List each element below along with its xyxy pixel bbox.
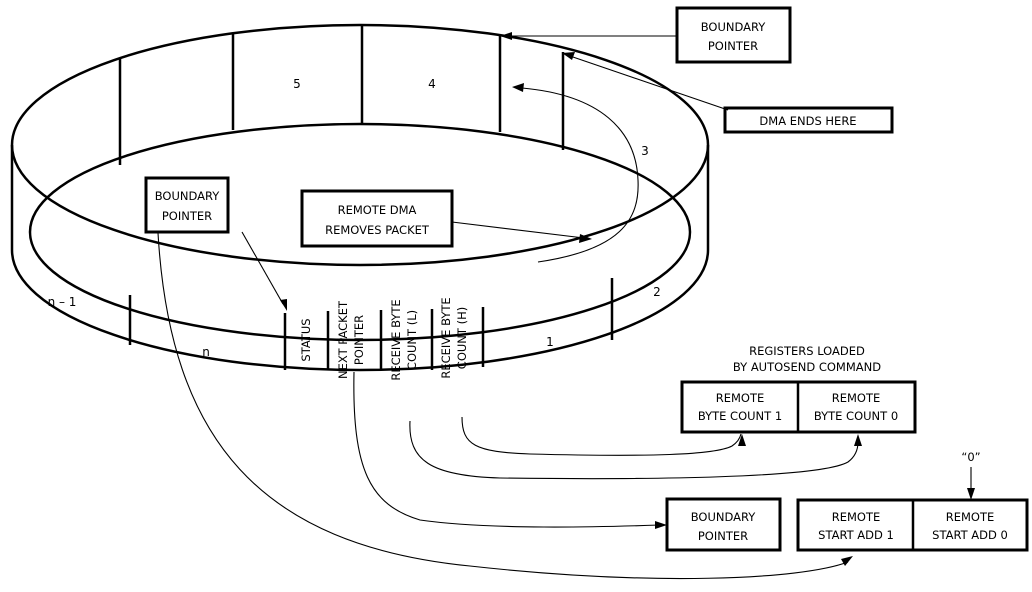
boundary-pointer-bottom-box: BOUNDARY POINTER: [665, 497, 782, 552]
byte-count-1-line1: REMOTE: [716, 391, 765, 405]
boundary-pointer-inner-box: BOUNDARY POINTER: [144, 176, 230, 234]
ring-top-wall: [10, 23, 710, 342]
cell-4: 4: [428, 77, 436, 91]
svg-text:DMA ENDS HERE: DMA ENDS HERE: [759, 114, 856, 128]
registers-title-line2: BY AUTOSEND COMMAND: [733, 360, 881, 374]
start-add-0-line1: REMOTE: [946, 510, 995, 524]
start-add-1-line1: REMOTE: [832, 510, 881, 524]
arrow: [569, 55, 729, 111]
byte-count-0-line2: BYTE COUNT 0: [814, 409, 898, 423]
start-add-1-line2: START ADD 1: [818, 528, 894, 542]
arrow: [521, 87, 639, 263]
start-add-0-line2: START ADD 0: [932, 528, 1008, 542]
cell-next-packet-pointer-line2: POINTER: [352, 315, 366, 365]
arrows: [157, 32, 975, 580]
start-address-registers: REMOTE START ADD 1 REMOTE START ADD 0: [796, 498, 1029, 552]
arrow: [353, 371, 661, 528]
cell-1: 1: [546, 335, 554, 349]
byte-count-1-line2: BYTE COUNT 1: [698, 409, 782, 423]
arc-label-3: 3: [641, 144, 649, 158]
cell-receive-byte-count-l-line2: COUNT (L): [405, 310, 419, 370]
cell-next-packet-pointer-line1: NEXT PACKET: [336, 300, 350, 379]
remote-dma-box: REMOTE DMA REMOVES PACKET: [300, 189, 454, 248]
cell-n: n: [202, 345, 210, 359]
arrow: [451, 221, 585, 239]
cell-status: STATUS: [299, 318, 313, 361]
svg-text:POINTER: POINTER: [708, 39, 758, 53]
cell-2: 2: [653, 285, 661, 299]
svg-text:BOUNDARY: BOUNDARY: [701, 20, 767, 34]
arrow: [409, 420, 859, 480]
svg-text:BOUNDARY: BOUNDARY: [691, 510, 757, 524]
cell-receive-byte-count-h-line2: COUNT (H): [455, 307, 469, 369]
svg-text:BOUNDARY: BOUNDARY: [155, 189, 221, 203]
svg-text:POINTER: POINTER: [698, 529, 748, 543]
arrow: [241, 231, 284, 305]
svg-text:REMOVES PACKET: REMOVES PACKET: [325, 223, 430, 237]
registers-title-line1: REGISTERS LOADED: [749, 344, 865, 358]
cell-5: 5: [293, 77, 301, 91]
cell-receive-byte-count-h-line1: RECEIVE BYTE: [439, 297, 453, 378]
arrow: [157, 232, 849, 580]
arrow: [461, 416, 742, 456]
svg-text:REMOTE DMA: REMOTE DMA: [338, 203, 417, 217]
byte-count-0-line1: REMOTE: [832, 391, 881, 405]
cell-receive-byte-count-l-line1: RECEIVE BYTE: [389, 299, 403, 380]
cell-n-minus-1: n – 1: [48, 295, 77, 309]
byte-count-registers: REMOTE BYTE COUNT 1 REMOTE BYTE COUNT 0: [680, 380, 917, 434]
zero-label: “0”: [961, 450, 980, 464]
ring-front-wall: [10, 145, 710, 372]
dma-ends-here-box: DMA ENDS HERE: [723, 106, 894, 134]
boundary-pointer-top-box: BOUNDARY POINTER: [675, 6, 792, 64]
svg-text:POINTER: POINTER: [162, 209, 212, 223]
